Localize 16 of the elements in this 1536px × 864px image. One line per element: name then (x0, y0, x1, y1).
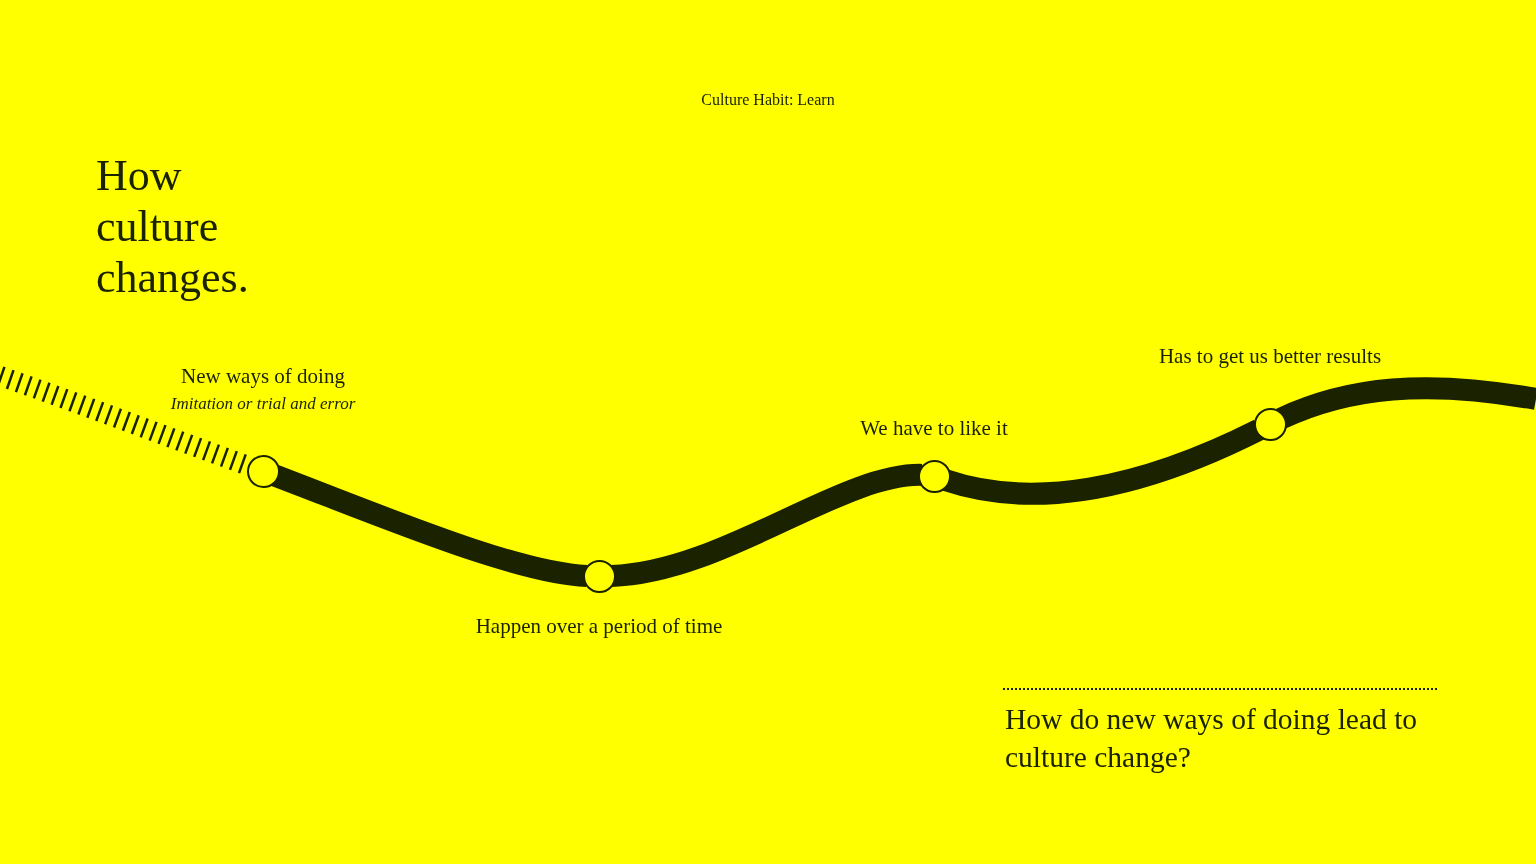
header-text: Culture Habit: Learn (701, 91, 835, 109)
milestone-label: We have to like it (860, 416, 1008, 440)
milestone-circle (246, 454, 280, 488)
milestone-circle (582, 559, 616, 593)
curved-band (1276, 377, 1536, 429)
slide-title: How culture changes. (96, 150, 250, 303)
curved-band (610, 463, 923, 587)
curved-band (942, 419, 1264, 505)
curved-band (270, 465, 588, 587)
milestone-label: New ways of doing (180, 364, 346, 388)
milestone-circle (917, 459, 951, 493)
hatched-curve (0, 366, 250, 475)
milestone-label: Happen over a period of time (475, 614, 723, 638)
question-text: How do new ways of doing lead to culture change? (1005, 702, 1419, 775)
milestone-note: Imitation or trial and error (170, 394, 356, 414)
milestone-label: Has to get us better results (1158, 344, 1382, 368)
